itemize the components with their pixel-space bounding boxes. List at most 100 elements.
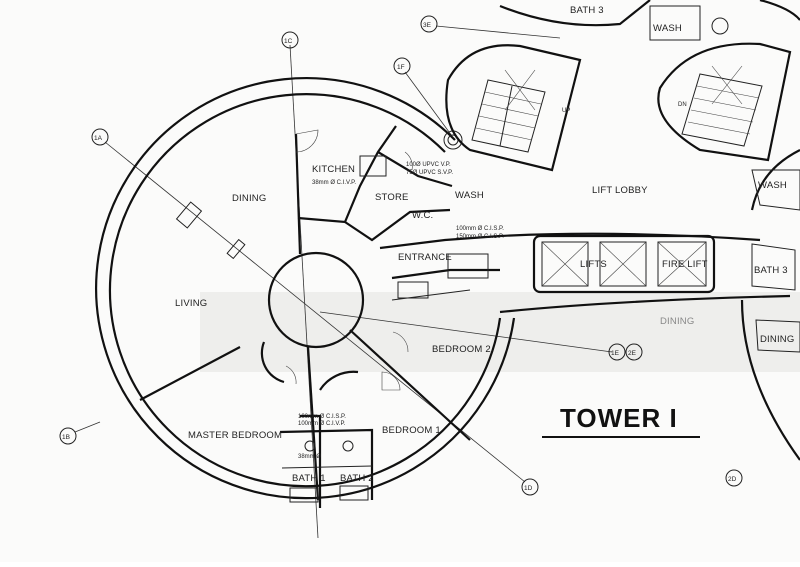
stair-dn-label: DN [678,102,687,108]
room-label-bath-3-right: BATH 3 [754,265,788,276]
grid-bubble-1f [393,57,411,75]
outer-wall-inner [108,93,502,488]
bathtub-2 [339,485,369,501]
grid-label-2e: 2E [628,350,637,357]
lift-core [499,232,791,314]
note-bath-2: 100mm Ø C.I.V.P. [298,421,346,427]
room-label-lifts: LIFTS [580,259,607,270]
grid-label-1f: 1F [397,64,405,71]
room-label-dining-faint: DINING [660,316,694,327]
grid-bubbles: 1A 1B 1C 1D 1F 3E 1E 2E 2D [59,15,743,496]
stair-tread [481,103,539,117]
lift-cross [657,241,707,287]
note-wash-2: 75Ø UPVC S.V.P. [406,170,453,176]
wall-bath-mid [281,465,373,469]
door-bed1 [381,371,401,391]
grid-bubble-2e [625,343,643,361]
right-tower-wall-top [750,149,800,211]
grid-line-1f [404,71,453,137]
wall-dining-kitchen [294,133,302,255]
door-store [404,151,413,171]
room-label-entrance: ENTRANCE [398,252,452,263]
room-label-bath-2: BATH 2 [340,473,374,484]
lobby-bottom-wall [499,294,791,314]
grid-bubble-1c [281,31,299,49]
stair-cross [504,69,536,111]
drawing-title: TOWER I [560,403,678,433]
stair-enclosure-left [445,44,582,172]
grid-line-1e [319,311,613,353]
wall-store-entrance [344,208,451,242]
lift-shaft-block [532,234,716,294]
top-tower-wall [499,0,651,27]
grid-bubble-1d [521,478,539,496]
wall-bed1-curve [319,370,359,391]
staircase-right: DN [657,42,792,162]
grid-bubble-2d [725,469,743,487]
top-column [711,17,729,35]
stair-cross [711,65,743,105]
bathtub-1 [289,487,319,503]
grid-lines [74,25,613,539]
wash-right-room [751,169,800,211]
room-label-master-bedroom: MASTER BEDROOM [188,430,282,441]
stair-flight-right [681,73,763,147]
door-bed2 [392,331,409,353]
grid-label-1c: 1C [284,38,293,45]
note-entrance-2: 150mm Ø C.I.S.P. [456,234,504,240]
room-label-lift-lobby: LIFT LOBBY [592,185,648,196]
grid-bubble-1b [59,427,77,445]
staircase-left: UP [445,44,582,172]
living-sideboard [226,238,246,260]
kitchen-counter [359,155,387,177]
grid-label-1d: 1D [524,485,533,492]
basin-1 [304,440,316,452]
top-right-arc [759,0,800,21]
bath-3-right-room [751,243,796,291]
partition-walls [139,125,501,508]
note-wash-1: 100Ø UPVC V.P. [406,162,451,168]
grid-label-1a: 1A [94,135,103,142]
stair-tread [690,109,754,123]
room-label-dining-right: DINING [760,334,794,345]
tower-shell [95,77,516,500]
wall-master-bed1 [306,346,320,501]
wall-entrance-top [379,234,501,250]
wall-entrance-bottom [391,268,500,280]
room-label-wash-right: WASH [758,180,787,191]
note-bath-3: 38mm Ø [298,454,321,460]
dining-table [175,201,203,229]
basin-2 [342,440,354,452]
room-label-store: STORE [375,192,409,203]
lift-cross [541,241,589,287]
room-labels: DINING KITCHEN STORE WASH W.C. ENTRANCE … [175,5,794,484]
note-kitchen: 38mm Ø C.I.V.P. [312,180,356,186]
grid-label-3e: 3E [423,22,432,29]
room-label-bath-3: BATH 3 [570,5,604,16]
grid-line-1b [74,421,101,433]
right-tower-wall [740,299,800,461]
grid-line-1c [289,44,319,539]
door-master [285,365,297,385]
service-notes: 38mm Ø C.I.V.P. 100Ø UPVC V.P. 75Ø UPVC … [298,162,504,460]
stair-tread [484,91,542,105]
wall-bath-divider [300,414,322,508]
grid-label-2d: 2D [728,476,737,483]
grid-bubble-1a [91,128,109,146]
outer-wall-outer [95,77,516,500]
room-label-bedroom-2: BEDROOM 2 [432,344,491,355]
room-label-wash: WASH [455,190,484,201]
grid-label-1e: 1E [611,350,620,357]
adjacent-tower-right [740,149,800,461]
lobby-top-wall [499,232,761,242]
door-dining [295,129,319,153]
room-label-kitchen: KITCHEN [312,164,355,175]
room-label-dining: DINING [232,193,266,204]
room-label-fire-lift: FIRE LIFT [662,259,708,270]
grid-bubble-3e [420,15,438,33]
stair-tread [696,85,760,99]
grid-label-1b: 1B [62,434,70,441]
note-entrance-1: 100mm Ø C.I.S.P. [456,226,504,232]
wall-kitchen-store [297,125,397,224]
